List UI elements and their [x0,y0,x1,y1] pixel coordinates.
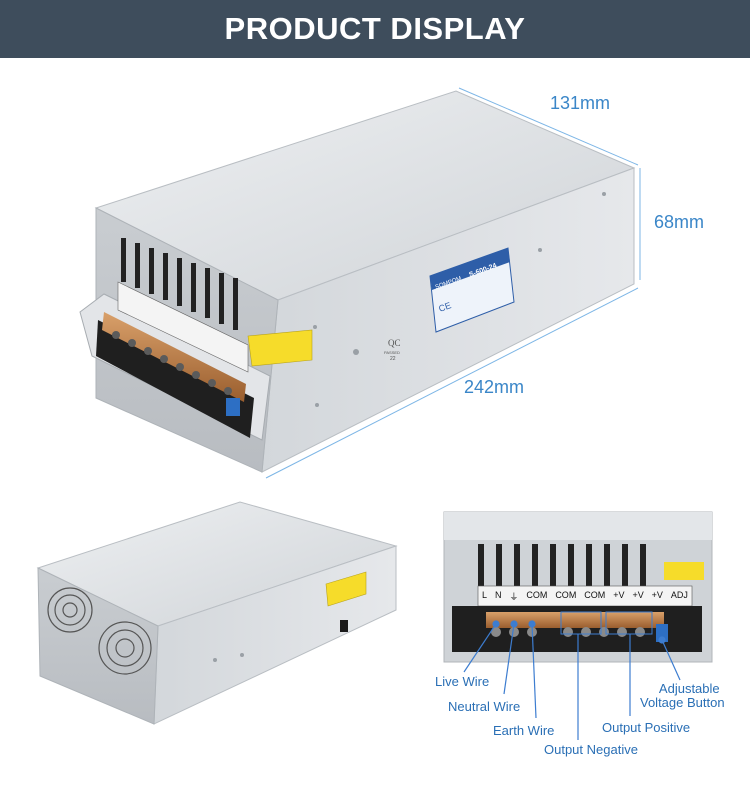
terminal-label: COM [555,590,577,600]
closeup-screws [491,627,645,637]
terminal-label: N [494,590,502,600]
closeup-terminal-text-row: L N ⏚ COM COM COM +V +V +V ADJ [478,590,692,603]
terminal-label: ⏚ [509,592,519,602]
terminal-label: +V [651,590,663,600]
terminal-block [96,320,254,438]
terminal-label: +V [632,590,644,600]
terminal-label: ADJ [670,590,688,600]
side-screws [313,192,606,407]
callout-adjustable-line2: Voltage Button [640,695,725,710]
svg-text:PASSED: PASSED [384,350,400,355]
terminal-screws [112,331,232,395]
dimension-depth-label: 131mm [550,93,611,113]
closeup-warning-label [664,562,704,580]
main-power-supply-unit: SOMPOM S-600-24 CE QC PASSED 22 [79,87,641,479]
callout-adjustable-line1: Adjustable [658,681,720,696]
terminal-closeup [443,511,713,740]
svg-text:QC: QC [388,338,401,348]
vent-slots [121,238,238,330]
terminal-label: COM [526,590,548,600]
callout-output-positive: Output Positive [602,720,691,735]
terminal-label: +V [613,590,625,600]
qc-stamp: QC PASSED 22 [384,338,401,362]
dimension-length-label: 242mm [464,377,525,397]
dimension-lines [265,87,641,479]
adjust-button [226,398,240,416]
cooling-fan-left [47,587,93,633]
banner-title: PRODUCT DISPLAY [224,11,526,46]
rear-warning-label [325,571,367,607]
closeup-vent-slots [478,544,646,586]
cooling-fan-right [98,621,152,675]
callout-neutral-wire: Neutral Wire [448,699,521,714]
terminal-label-strip [117,281,249,373]
callout-lines [463,620,681,740]
rear-fan-face [37,567,159,725]
brass-terminals [102,312,246,402]
product-illustration: SOMPOM S-600-24 CE QC PASSED 22 [36,87,713,740]
callout-earth-wire: Earth Wire [493,723,555,738]
terminal-label: L [481,590,487,600]
callout-output-negative: Output Negative [544,742,638,757]
dimension-height-label: 68mm [654,212,705,232]
warning-label [247,329,313,367]
closeup-adjust-button [656,624,668,642]
label-ce: CE [437,300,452,314]
product-display-banner: PRODUCT DISPLAY [0,0,750,58]
callout-live-wire: Live Wire [435,674,490,689]
terminal-label: COM [584,590,606,600]
product-spec-label-header [430,248,510,290]
callout-adjustable-voltage: Adjustable Voltage Button [640,681,725,710]
rear-view-power-supply-unit [36,501,398,725]
svg-text:22: 22 [390,356,396,362]
rear-switch [340,620,348,632]
